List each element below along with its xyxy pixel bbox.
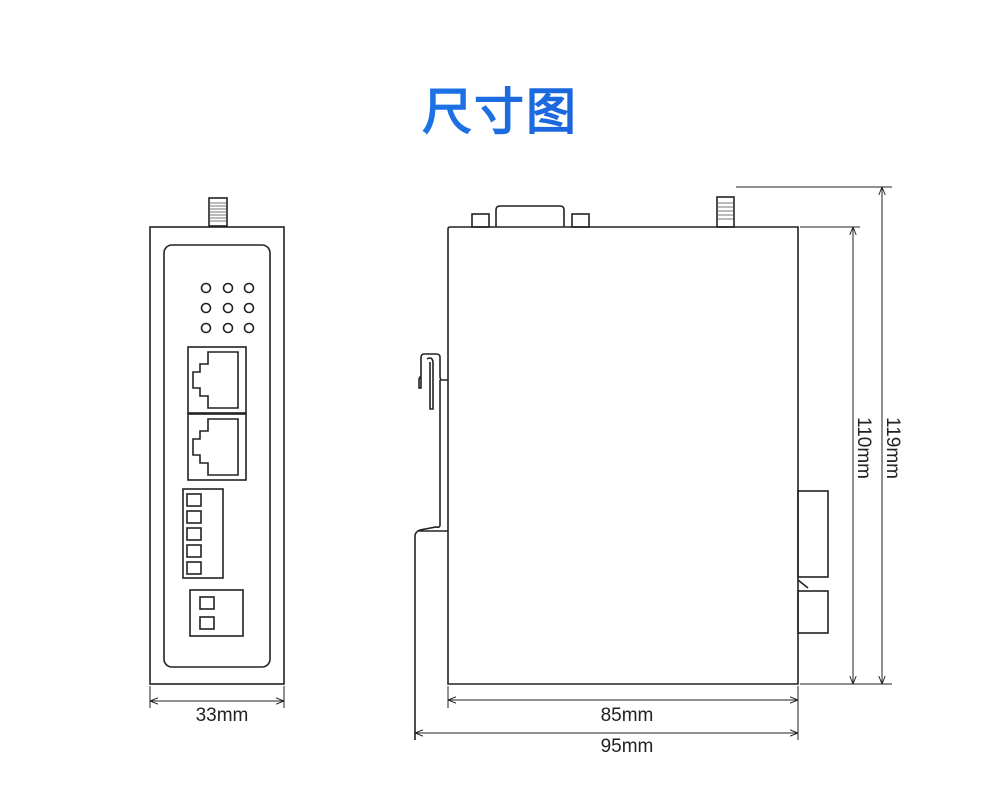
body-height-label: 110mm	[853, 417, 874, 479]
page-title: 尺寸图	[0, 72, 1000, 144]
front-width-label: 33mm	[196, 705, 249, 726]
led-indicators	[200, 282, 255, 334]
side-antenna-connector	[716, 196, 735, 228]
width-dimension-85: 85mm	[447, 686, 799, 740]
front-panel	[163, 244, 271, 668]
antenna-connector	[208, 197, 228, 227]
side-terminal-blocks	[797, 490, 829, 634]
front-housing	[149, 226, 285, 685]
front-view: 33mm	[149, 197, 285, 726]
height-dimension-119: 119mm	[736, 186, 903, 684]
rj45-port-1	[187, 346, 247, 414]
body-width-label: 85mm	[601, 705, 654, 726]
width-dimension-95: 95mm	[415, 733, 798, 757]
serial-connector	[471, 205, 590, 228]
side-housing	[447, 226, 799, 685]
height-dimension-110: 110mm	[800, 226, 892, 685]
power-terminal	[189, 589, 244, 637]
rj45-port-2	[187, 413, 247, 481]
terminal-block	[182, 488, 224, 579]
width-dimension-33: 33mm	[149, 686, 285, 726]
side-view: 85mm 95mm 110mm 119mm	[414, 186, 903, 757]
total-width-label: 95mm	[601, 736, 654, 757]
din-rail-clip	[414, 353, 448, 740]
total-height-label: 119mm	[882, 417, 903, 479]
